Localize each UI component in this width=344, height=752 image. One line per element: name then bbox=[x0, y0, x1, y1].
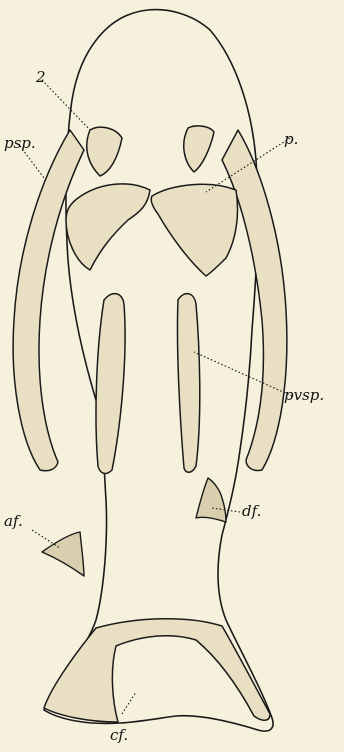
right-pelvic-spine bbox=[177, 294, 199, 473]
left-pelvic-spine bbox=[96, 294, 125, 474]
left-large-plate bbox=[66, 184, 150, 270]
leader-cf bbox=[122, 692, 136, 714]
left-small-plate bbox=[87, 127, 122, 176]
label-two: 2 bbox=[35, 68, 46, 86]
right-large-plate bbox=[151, 184, 237, 276]
caudal-fin bbox=[44, 619, 270, 722]
label-cf: cf. bbox=[110, 726, 128, 744]
label-af: af. bbox=[4, 512, 23, 530]
right-small-plate bbox=[184, 126, 214, 172]
dorsal-fin bbox=[196, 478, 226, 522]
label-df: df. bbox=[242, 502, 261, 520]
label-p: p. bbox=[284, 130, 298, 148]
leader-two bbox=[42, 80, 92, 132]
label-psp: psp. bbox=[4, 134, 36, 152]
anal-fin bbox=[42, 532, 84, 576]
label-pvsp: pvsp. bbox=[284, 386, 324, 404]
